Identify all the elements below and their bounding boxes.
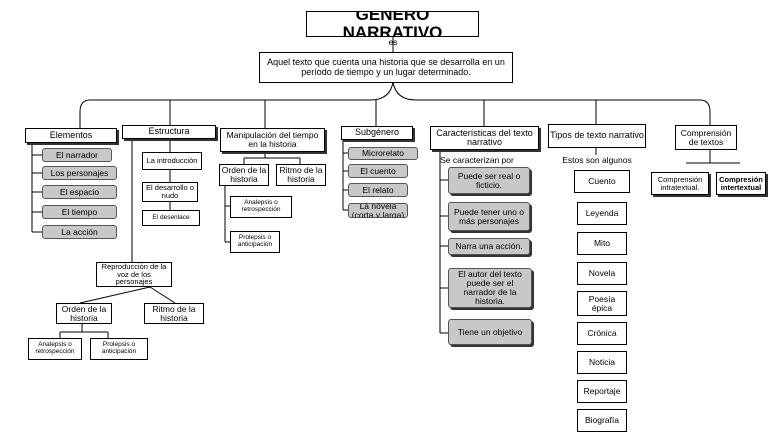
tipo-item: Noticia bbox=[577, 351, 627, 374]
connector-estos-son-algunos: Estos son algunos bbox=[562, 155, 632, 165]
estructura-analepsis-node: Analepsis o retrospección bbox=[28, 338, 82, 360]
tipo-item: Crónica bbox=[577, 322, 627, 345]
tipo-item: Cuento bbox=[574, 170, 630, 193]
caracteristica-item: Puede ser real o ficticio. bbox=[448, 167, 530, 194]
elementos-item: El tiempo bbox=[42, 205, 117, 219]
comprension-item: Comprensión intratextual. bbox=[651, 172, 709, 195]
estructura-item: El desenlace bbox=[142, 210, 200, 226]
elementos-node: Elementos bbox=[25, 128, 117, 143]
manipulacion-analepsis-node: Analepsis o retrospección bbox=[230, 196, 292, 218]
caracteristica-item: Tiene un objetivo bbox=[448, 319, 532, 345]
estructura-orden-node: Orden de la historia bbox=[56, 303, 112, 324]
manipulacion-ritmo-node: Ritmo de la historia bbox=[276, 164, 326, 186]
connector-se-caracterizan: Se caracterizan por bbox=[440, 155, 514, 165]
connector-es: es bbox=[388, 37, 398, 47]
subgenero-item: La novela (corta y larga) bbox=[348, 203, 408, 218]
elementos-item: La acción bbox=[42, 225, 117, 239]
tipo-item: Mito bbox=[577, 232, 627, 255]
estructura-item: La introducción bbox=[142, 152, 202, 170]
tipo-item: Biografía bbox=[577, 409, 627, 432]
diagram-title: GÉNERO NARRATIVO bbox=[306, 11, 479, 37]
tipo-item: Novela bbox=[577, 262, 627, 285]
elementos-item: El espacio bbox=[42, 185, 117, 199]
subgenero-item: El relato bbox=[348, 183, 408, 197]
caracteristica-item: El autor del texto puede ser el narrador… bbox=[448, 268, 532, 308]
tipo-item: Leyenda bbox=[577, 202, 627, 225]
subgenero-node: Subgénero bbox=[341, 126, 413, 140]
estructura-node: Estructura bbox=[122, 125, 216, 139]
comprension-item: Compresión intertextual bbox=[716, 172, 766, 195]
tipo-item: Poesía épica bbox=[577, 291, 627, 316]
caracteristica-item: Narra una acción. bbox=[448, 238, 530, 255]
comprension-node: Comprensión de textos bbox=[675, 125, 737, 150]
estructura-ritmo-node: Ritmo de la historia bbox=[144, 303, 204, 324]
subgenero-item: El cuento bbox=[348, 164, 408, 178]
estructura-prolepsis-node: Prolepsis o anticipación bbox=[90, 338, 148, 360]
manipulacion-node: Manipulación del tiempo en la historia bbox=[220, 128, 325, 152]
manipulacion-prolepsis-node: Prolepsis o anticipación bbox=[230, 231, 280, 253]
elementos-item: Los personajes bbox=[42, 166, 117, 180]
manipulacion-orden-node: Orden de la historia bbox=[219, 164, 269, 186]
subgenero-item: Microrelato bbox=[348, 147, 418, 160]
tipo-item: Reportaje bbox=[577, 380, 627, 403]
caracteristicas-node: Características del texto narrativo bbox=[430, 126, 539, 150]
definition-box: Aquel texto que cuenta una historia que … bbox=[259, 52, 513, 83]
tipos-node: Tipos de texto narrativo bbox=[548, 124, 646, 148]
estructura-item: El desarrollo o nudo bbox=[142, 182, 198, 202]
reproduccion-node: Reproducción de la voz de los personajes bbox=[96, 262, 172, 287]
elementos-item: El narrador bbox=[42, 148, 112, 162]
caracteristica-item: Puede tener uno o más personajes bbox=[448, 202, 530, 231]
